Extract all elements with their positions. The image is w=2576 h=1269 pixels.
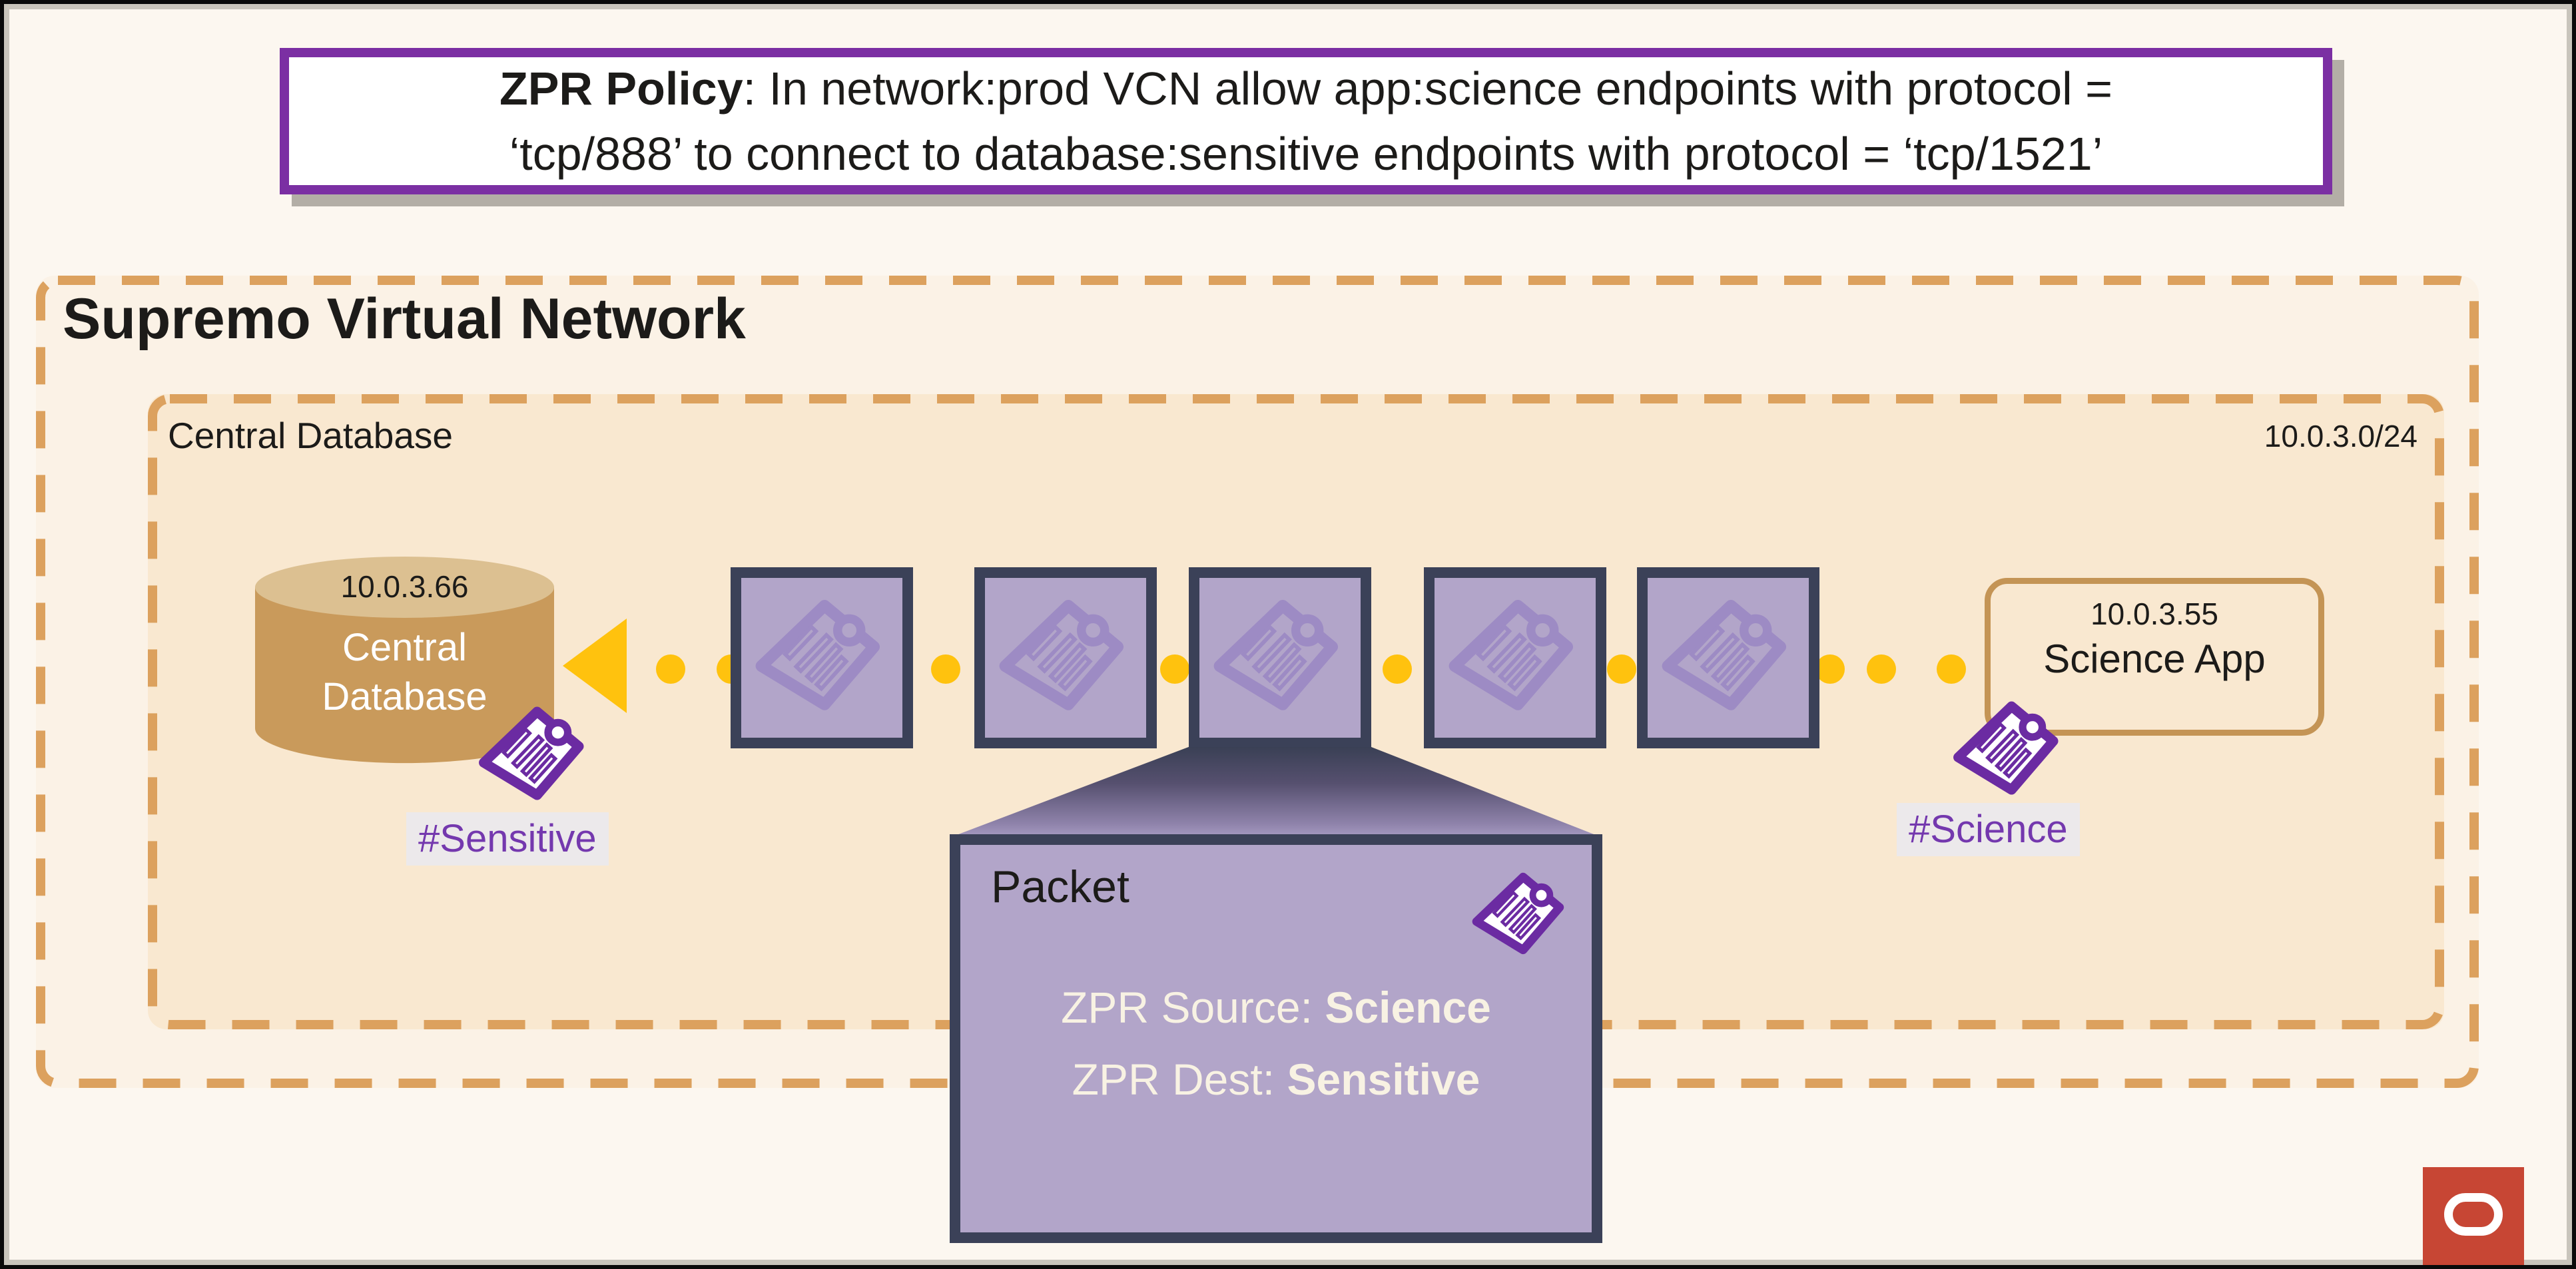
vcn-title: Supremo Virtual Network <box>63 287 746 351</box>
flow-dot <box>1383 654 1412 684</box>
subnet-title: Central Database <box>168 415 454 456</box>
science-tag-label: #Science <box>1897 803 2080 856</box>
zpr-dest-line: ZPR Dest:Sensitive <box>960 1043 1592 1115</box>
central-database-node: 10.0.3.66 Central Database <box>250 554 559 774</box>
flow-dot <box>1607 654 1636 684</box>
tag-icon <box>1211 589 1349 726</box>
packet-square <box>974 567 1157 748</box>
tag-icon <box>1660 589 1797 726</box>
zpr-policy-callout: ZPR Policy: In network:prod VCN allow ap… <box>280 48 2332 194</box>
oracle-o-icon <box>2444 1192 2503 1236</box>
policy-text-line-1: ZPR Policy: In network:prod VCN allow ap… <box>499 56 2112 121</box>
flow-dot <box>931 654 960 684</box>
zpr-dest-label: ZPR Dest: <box>1072 1055 1275 1104</box>
zpr-source-line: ZPR Source:Science <box>960 971 1592 1043</box>
policy-line1-rest: : In network:prod VCN allow app:science … <box>743 63 2113 115</box>
zpr-source-value: Science <box>1325 983 1491 1032</box>
database-ip: 10.0.3.66 <box>340 569 469 604</box>
flow-dot <box>656 654 685 684</box>
science-app-name: Science App <box>2043 636 2266 681</box>
flow-dot <box>1160 654 1189 684</box>
packet-square <box>1424 567 1606 748</box>
zpr-source-label: ZPR Source: <box>1061 983 1313 1032</box>
database-cylinder-icon <box>255 557 554 764</box>
database-name-line1: Central <box>342 626 467 669</box>
subnet-cidr: 10.0.3.0/24 <box>2264 419 2417 453</box>
flow-dot <box>1867 654 1896 684</box>
sensitive-tag-label: #Sensitive <box>406 812 609 866</box>
database-name-line2: Database <box>322 675 487 718</box>
packet-tag-icon <box>1470 865 1572 966</box>
policy-title: ZPR Policy <box>499 63 743 115</box>
packet-title: Packet <box>991 862 1129 912</box>
sensitive-tag-icon <box>477 698 593 814</box>
science-app-node: 10.0.3.55 Science App <box>1985 578 2324 736</box>
oracle-logo <box>2423 1167 2524 1265</box>
tag-icon <box>753 589 890 726</box>
packet-zpr-fields: ZPR Source:Science ZPR Dest:Sensitive <box>960 971 1592 1115</box>
tag-icon <box>1447 589 1584 726</box>
packet-detail-box: Packet ZPR Source:Science ZPR Dest:Sensi… <box>950 834 1602 1243</box>
packet-square <box>731 567 913 748</box>
packet-square-inspected <box>1189 567 1371 748</box>
policy-text-line-2: ‘tcp/888’ to connect to database:sensiti… <box>509 128 2103 180</box>
packet-square <box>1637 567 1819 748</box>
tag-icon <box>997 589 1134 726</box>
zpr-dest-value: Sensitive <box>1287 1055 1480 1104</box>
science-tag-icon <box>1951 692 2067 808</box>
flow-dot <box>1937 654 1966 684</box>
science-app-ip: 10.0.3.55 <box>2091 597 2218 631</box>
flow-dot <box>1815 654 1845 684</box>
subnet-dashed-border <box>148 394 2444 1029</box>
database-name: Central Database <box>250 623 559 722</box>
